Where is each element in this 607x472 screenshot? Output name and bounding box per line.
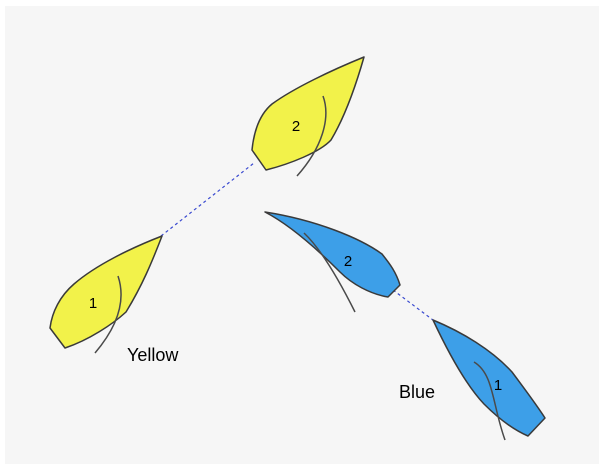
yellow-boat-1: 1 bbox=[49, 235, 163, 354]
yellow-boat-2-hull bbox=[251, 56, 365, 171]
yellow-boat-2-number: 2 bbox=[292, 118, 300, 135]
yellow-team-label: Yellow bbox=[127, 345, 179, 365]
yellow-boat-1-sail bbox=[94, 275, 122, 354]
blue-boat-2-number: 2 bbox=[344, 253, 352, 270]
yellow-boat-1-hull bbox=[49, 235, 163, 349]
blue-boat-2-sail bbox=[303, 232, 356, 313]
blue-boat-1: 1 bbox=[432, 319, 546, 441]
blue-boat-1-sail bbox=[473, 361, 506, 441]
yellow-boat-2: 2 bbox=[251, 56, 365, 177]
blue-boat-1-number: 1 bbox=[494, 377, 502, 394]
blue-team-label: Blue bbox=[399, 382, 435, 402]
blue-boat-2: 2 bbox=[264, 211, 401, 313]
blue-boat-1-hull bbox=[432, 319, 546, 437]
blue-track-line bbox=[392, 289, 434, 321]
blue-boat-2-hull bbox=[264, 211, 401, 298]
yellow-boat-2-sail bbox=[296, 95, 327, 177]
yellow-track-line bbox=[160, 162, 255, 237]
yellow-boat-1-number: 1 bbox=[89, 295, 97, 312]
